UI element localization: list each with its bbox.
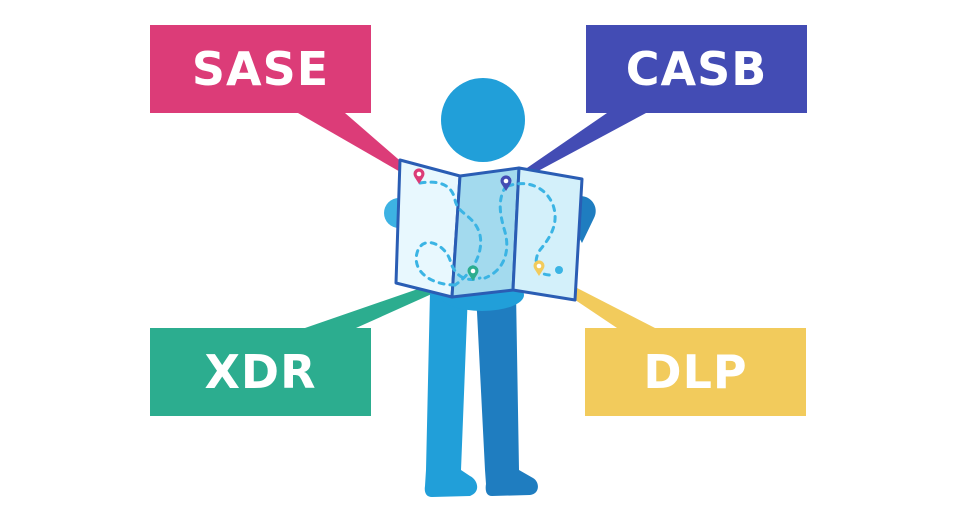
- right-leg: [474, 292, 538, 496]
- xdr-label: XDR: [204, 345, 317, 399]
- dlp-label: DLP: [643, 345, 748, 399]
- head: [441, 78, 525, 162]
- map-pin-icon: [413, 168, 425, 184]
- casb-label-box: CASB: [586, 25, 807, 113]
- pin-hole: [503, 178, 509, 184]
- map-pin-icon: [533, 260, 545, 276]
- map-route: [418, 180, 483, 287]
- casb-label: CASB: [625, 42, 768, 96]
- map: [394, 158, 584, 302]
- pin-hole: [470, 268, 476, 274]
- map-pin-icon: [500, 175, 512, 191]
- xdr-label-box: XDR: [150, 328, 371, 416]
- dlp-label-box: DLP: [585, 328, 806, 416]
- map-left-panel: [394, 158, 462, 299]
- sase-pointer: [298, 113, 420, 181]
- map-right-panel: [511, 166, 584, 302]
- pin-hole: [536, 263, 542, 269]
- sase-label-box: SASE: [150, 25, 371, 113]
- sase-label: SASE: [191, 42, 330, 96]
- casb-pointer: [508, 113, 646, 185]
- legs: [424, 279, 538, 497]
- map-route: [483, 184, 509, 280]
- left-leg: [424, 292, 478, 497]
- map-dot: [555, 266, 563, 274]
- pin-hole: [416, 171, 422, 177]
- map-route: [414, 241, 482, 287]
- map-pin-icon: [467, 265, 479, 281]
